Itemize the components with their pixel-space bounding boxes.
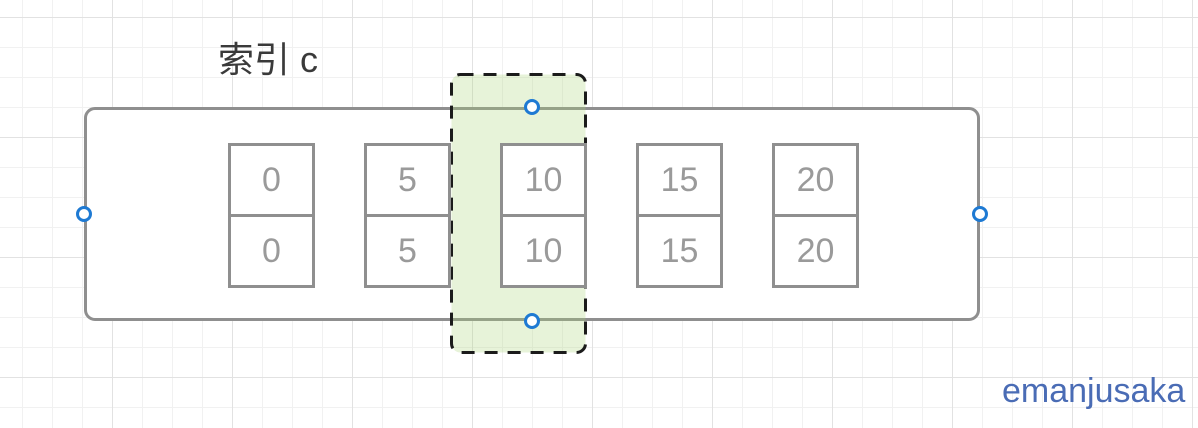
diagram-title[interactable]: 索引 c bbox=[218, 39, 319, 80]
array-column-1[interactable]: 5 5 bbox=[364, 143, 451, 291]
array-column-0[interactable]: 0 0 bbox=[228, 143, 315, 291]
array-cell-bottom-4[interactable]: 20 bbox=[772, 214, 859, 288]
array-column-3[interactable]: 15 15 bbox=[636, 143, 723, 291]
array-cell-top-2[interactable]: 10 bbox=[500, 143, 587, 217]
array-cell-top-0[interactable]: 0 bbox=[228, 143, 315, 217]
array-column-4[interactable]: 20 20 bbox=[772, 143, 859, 291]
connection-handle-bottom-icon[interactable] bbox=[524, 313, 540, 329]
array-cell-bottom-0[interactable]: 0 bbox=[228, 214, 315, 288]
array-cell-top-4[interactable]: 20 bbox=[772, 143, 859, 217]
array-cell-bottom-2[interactable]: 10 bbox=[500, 214, 587, 288]
array-cell-top-3[interactable]: 15 bbox=[636, 143, 723, 217]
connection-handle-top-icon[interactable] bbox=[524, 99, 540, 115]
array-cell-bottom-3[interactable]: 15 bbox=[636, 214, 723, 288]
watermark-text: emanjusaka bbox=[1002, 372, 1186, 410]
connection-handle-right-icon[interactable] bbox=[972, 206, 988, 222]
array-cell-bottom-1[interactable]: 5 bbox=[364, 214, 451, 288]
connection-handle-left-icon[interactable] bbox=[76, 206, 92, 222]
array-column-2[interactable]: 10 10 bbox=[500, 143, 587, 291]
array-cell-top-1[interactable]: 5 bbox=[364, 143, 451, 217]
